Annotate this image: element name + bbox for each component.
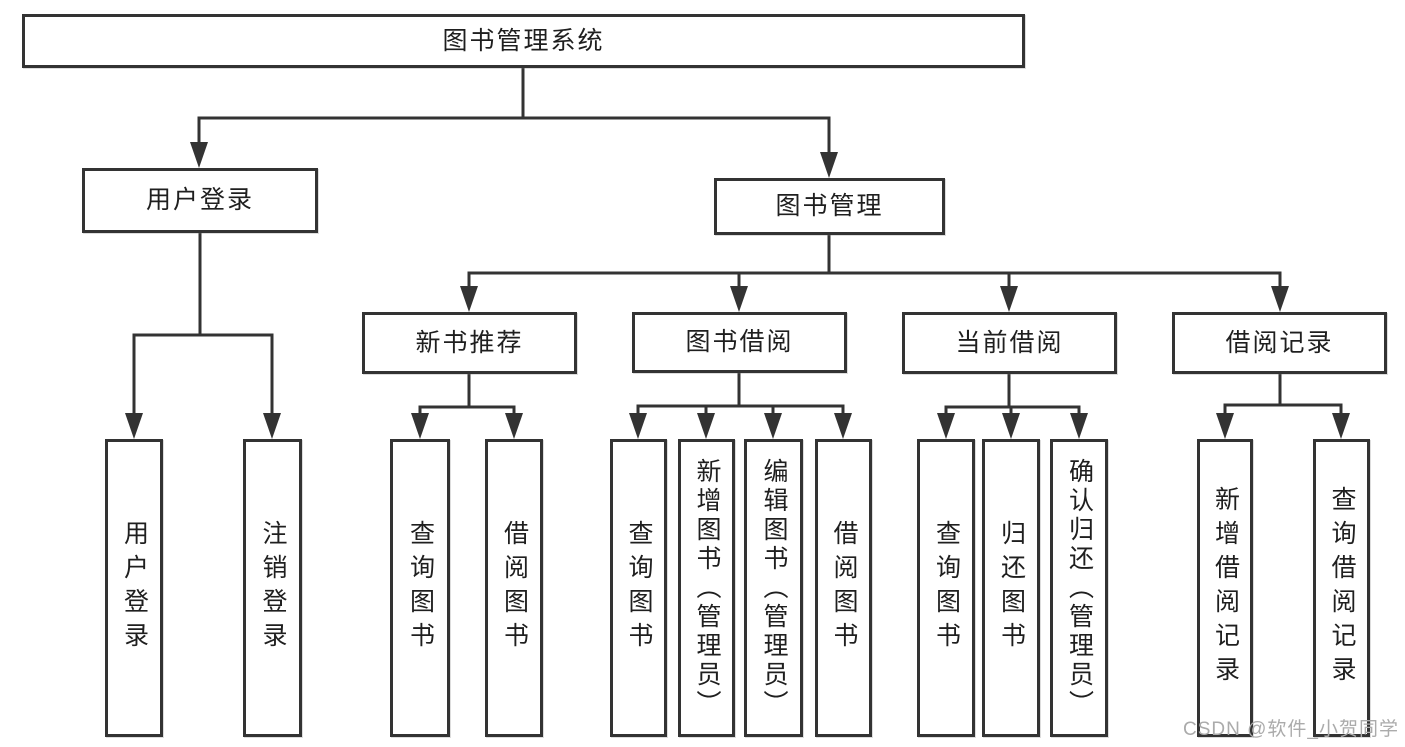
- node-label: 新增借阅记录: [1211, 486, 1240, 690]
- node-leaf-logout: 注销登录: [243, 439, 302, 737]
- arrowhead-icon: [629, 413, 647, 439]
- node-user-login: 用户登录: [82, 168, 318, 233]
- node-label: 当前借阅: [955, 328, 1064, 357]
- node-label: 用户登录: [120, 520, 149, 656]
- node-label: 用户登录: [145, 186, 254, 214]
- node-label: 归还图书: [997, 520, 1026, 656]
- node-book-borrow: 图书借阅: [632, 312, 847, 373]
- node-label: 新增图书（管理员）: [693, 457, 721, 719]
- node-leaf-borrow-book-1: 借阅图书: [485, 439, 543, 737]
- arrowhead-icon: [1070, 413, 1088, 439]
- arrowhead-icon: [1002, 413, 1020, 439]
- arrowhead-icon: [190, 142, 208, 168]
- arrowhead-icon: [834, 413, 852, 439]
- node-label: 查询借阅记录: [1328, 486, 1356, 690]
- node-leaf-edit-book: 编辑图书（管理员）: [744, 439, 803, 737]
- node-label: 图书管理: [775, 192, 884, 220]
- arrowhead-icon: [263, 413, 281, 439]
- node-leaf-confirm-return: 确认归还（管理员）: [1050, 439, 1108, 737]
- node-label: 图书借阅: [685, 328, 794, 356]
- arrowhead-icon: [697, 413, 715, 439]
- node-leaf-query-book-1: 查询图书: [390, 439, 450, 737]
- node-label: 借阅图书: [500, 520, 529, 656]
- node-label: 借阅图书: [830, 520, 858, 656]
- arrowhead-icon: [937, 413, 955, 439]
- arrowhead-icon: [764, 413, 782, 439]
- node-label: 注销登录: [259, 520, 287, 656]
- arrowhead-icon: [1271, 286, 1289, 312]
- node-leaf-query-book-2: 查询图书: [610, 439, 667, 737]
- arrowhead-icon: [460, 286, 478, 312]
- node-label: 查询图书: [625, 520, 653, 656]
- node-label: 查询图书: [932, 520, 961, 656]
- node-leaf-user-login: 用户登录: [105, 439, 163, 737]
- arrowhead-icon: [125, 413, 143, 439]
- node-borrow-record: 借阅记录: [1172, 312, 1387, 374]
- node-new-book-rec: 新书推荐: [362, 312, 577, 374]
- node-leaf-add-record: 新增借阅记录: [1197, 439, 1253, 737]
- arrowhead-icon: [820, 152, 838, 178]
- node-label: 借阅记录: [1225, 328, 1334, 357]
- node-label: 查询图书: [406, 520, 435, 656]
- node-leaf-query-record: 查询借阅记录: [1313, 439, 1370, 737]
- node-label: 新书推荐: [415, 328, 524, 357]
- node-label: 图书管理系统: [442, 26, 605, 55]
- arrowhead-icon: [1000, 286, 1018, 312]
- arrowhead-icon: [1332, 413, 1350, 439]
- node-leaf-borrow-book-2: 借阅图书: [815, 439, 872, 737]
- arrowhead-icon: [1216, 413, 1234, 439]
- node-label: 编辑图书（管理员）: [760, 457, 788, 719]
- arrowhead-icon: [505, 413, 523, 439]
- node-book-mgmt: 图书管理: [714, 178, 945, 235]
- node-label: 确认归还（管理员）: [1065, 457, 1094, 719]
- arrowhead-icon: [730, 286, 748, 312]
- node-leaf-add-book: 新增图书（管理员）: [678, 439, 735, 737]
- node-current-borrow: 当前借阅: [902, 312, 1117, 374]
- watermark: CSDN @软件_小贺同学: [1183, 719, 1399, 740]
- node-leaf-query-book-3: 查询图书: [917, 439, 975, 737]
- node-root: 图书管理系统: [22, 14, 1025, 68]
- node-leaf-return-book: 归还图书: [982, 439, 1040, 737]
- arrowhead-icon: [411, 413, 429, 439]
